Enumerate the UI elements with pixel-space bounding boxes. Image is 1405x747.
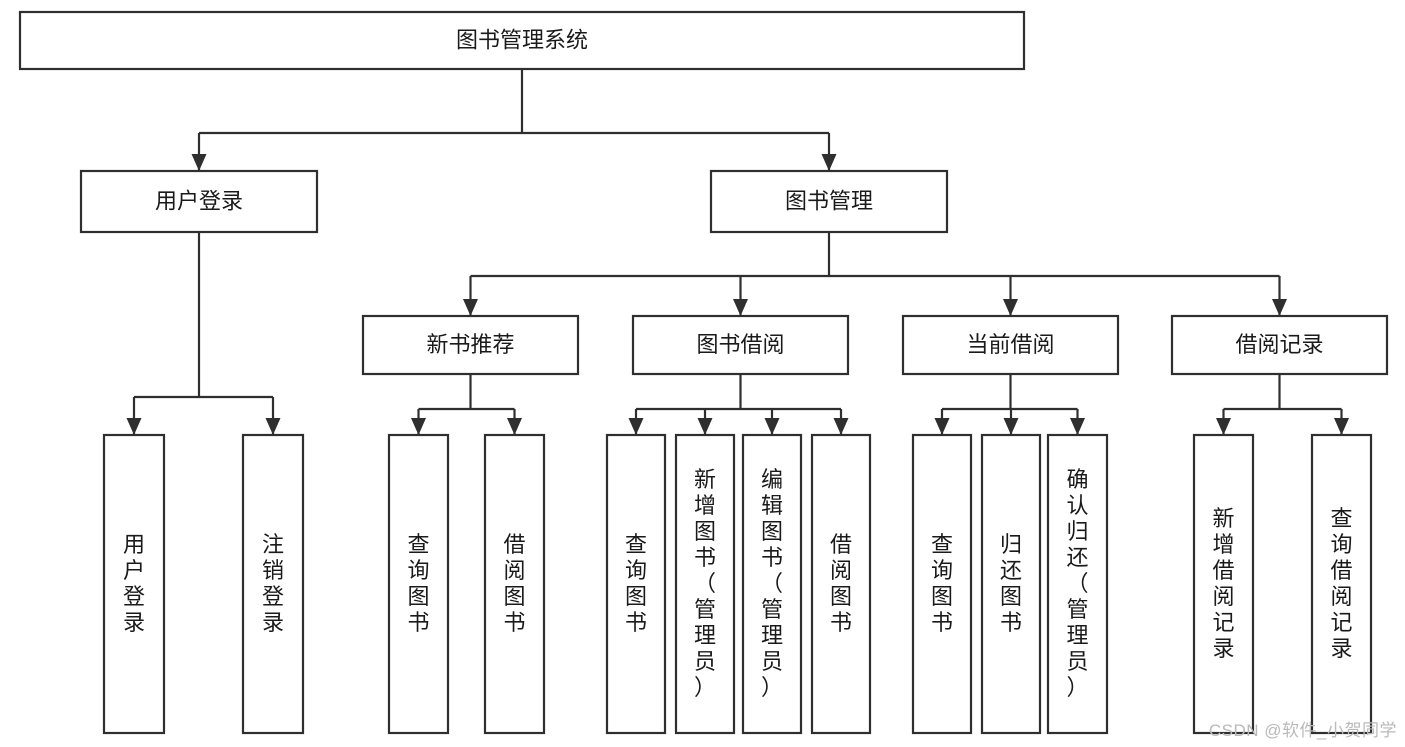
node-box-user-login-leaf[interactable] — [102, 433, 166, 735]
node-borrow-book-1[interactable]: 借阅图书 — [483, 433, 546, 735]
node-box-query-book-3[interactable] — [911, 433, 973, 735]
node-query-book-1[interactable]: 查询图书 — [387, 433, 450, 735]
node-box-current-borrow[interactable] — [901, 314, 1120, 376]
arrow-head-icon — [833, 418, 849, 435]
node-box-query-book-1[interactable] — [387, 433, 450, 735]
node-borrow-records[interactable]: 借阅记录 — [1170, 314, 1389, 376]
arrow-head-icon — [265, 418, 281, 435]
node-box-query-borrow-record[interactable] — [1310, 433, 1373, 735]
node-box-confirm-return-admin[interactable] — [1046, 433, 1109, 735]
arrow-head-icon — [733, 299, 748, 316]
node-box-user-logout-leaf[interactable] — [241, 433, 305, 735]
arrow-head-icon — [1272, 299, 1287, 316]
node-query-book-3[interactable]: 查询图书 — [911, 433, 973, 735]
arrow-head-icon — [764, 418, 780, 435]
node-box-borrow-book-1[interactable] — [483, 433, 546, 735]
node-label-borrow-book-1: 借阅图书 — [503, 532, 525, 635]
arrow-head-icon — [1003, 299, 1018, 316]
node-label-query-borrow-record: 查询借阅记录 — [1330, 506, 1352, 661]
node-label-root: 图书管理系统 — [456, 27, 588, 52]
node-label-borrow-book-2: 借阅图书 — [830, 532, 852, 635]
node-root[interactable]: 图书管理系统 — [18, 10, 1026, 71]
node-edit-book-admin[interactable]: 编辑图书（管理员） — [741, 433, 803, 735]
node-return-book[interactable]: 归还图书 — [980, 433, 1042, 735]
node-label-user-logout-leaf: 注销登录 — [262, 532, 284, 635]
node-query-book-2[interactable]: 查询图书 — [605, 433, 667, 735]
node-box-borrow-records[interactable] — [1170, 314, 1389, 376]
connectors-layer — [126, 69, 1349, 435]
node-label-book-borrow: 图书借阅 — [696, 332, 784, 357]
node-user-login[interactable]: 用户登录 — [79, 169, 319, 234]
node-user-login-leaf[interactable]: 用户登录 — [102, 433, 166, 735]
arrow-head-icon — [507, 418, 522, 435]
node-label-edit-book-admin: 编辑图书（管理员） — [761, 467, 783, 700]
arrow-head-icon — [1003, 418, 1019, 435]
node-label-query-book-3: 查询图书 — [931, 532, 953, 635]
arrow-head-icon — [1216, 418, 1231, 435]
node-new-book-recommend[interactable]: 新书推荐 — [361, 314, 580, 376]
arrow-head-icon — [697, 418, 713, 435]
node-borrow-book-2[interactable]: 借阅图书 — [810, 433, 872, 735]
node-box-book-management[interactable] — [709, 169, 949, 234]
node-user-logout-leaf[interactable]: 注销登录 — [241, 433, 305, 735]
arrow-head-icon — [463, 299, 478, 316]
node-label-confirm-return-admin: 确认归还（管理员） — [1066, 467, 1088, 700]
csdn-watermark: CSDN @软件_小贺同学 — [1208, 721, 1397, 740]
arrow-head-icon — [934, 418, 950, 435]
node-label-user-login: 用户登录 — [155, 188, 243, 213]
arrow-head-icon — [1334, 418, 1349, 435]
node-box-new-book-recommend[interactable] — [361, 314, 580, 376]
node-label-new-book-recommend: 新书推荐 — [426, 332, 514, 357]
node-label-add-borrow-record: 新增借阅记录 — [1212, 506, 1234, 661]
node-add-book-admin[interactable]: 新增图书（管理员） — [674, 433, 736, 735]
node-box-borrow-book-2[interactable] — [810, 433, 872, 735]
node-box-root[interactable] — [18, 10, 1026, 71]
node-book-borrow[interactable]: 图书借阅 — [631, 314, 850, 376]
node-label-user-login-leaf: 用户登录 — [123, 532, 145, 635]
node-box-query-book-2[interactable] — [605, 433, 667, 735]
node-label-current-borrow: 当前借阅 — [966, 332, 1054, 357]
arrow-head-icon — [1070, 418, 1085, 435]
node-label-book-management: 图书管理 — [785, 188, 873, 213]
arrow-head-icon — [411, 418, 426, 435]
node-label-query-book-1: 查询图书 — [407, 532, 429, 635]
arrow-head-icon — [191, 154, 207, 171]
node-label-borrow-records: 借阅记录 — [1235, 332, 1323, 357]
arrow-head-icon — [821, 154, 837, 171]
arrow-head-icon — [126, 418, 142, 435]
node-box-return-book[interactable] — [980, 433, 1042, 735]
nodes-layer: 图书管理系统用户登录用户登录注销登录图书管理新书推荐查询图书借阅图书图书借阅查询… — [18, 10, 1389, 735]
node-current-borrow[interactable]: 当前借阅 — [901, 314, 1120, 376]
node-box-edit-book-admin[interactable] — [741, 433, 803, 735]
node-label-add-book-admin: 新增图书（管理员） — [694, 467, 716, 700]
node-query-borrow-record[interactable]: 查询借阅记录 — [1310, 433, 1373, 735]
node-label-query-book-2: 查询图书 — [625, 532, 647, 635]
node-book-management[interactable]: 图书管理 — [709, 169, 949, 234]
node-confirm-return-admin[interactable]: 确认归还（管理员） — [1046, 433, 1109, 735]
node-box-add-book-admin[interactable] — [674, 433, 736, 735]
node-box-book-borrow[interactable] — [631, 314, 850, 376]
arrow-head-icon — [628, 418, 644, 435]
node-add-borrow-record[interactable]: 新增借阅记录 — [1192, 433, 1255, 735]
node-box-user-login[interactable] — [79, 169, 319, 234]
node-box-add-borrow-record[interactable] — [1192, 433, 1255, 735]
node-label-return-book: 归还图书 — [1000, 532, 1022, 635]
